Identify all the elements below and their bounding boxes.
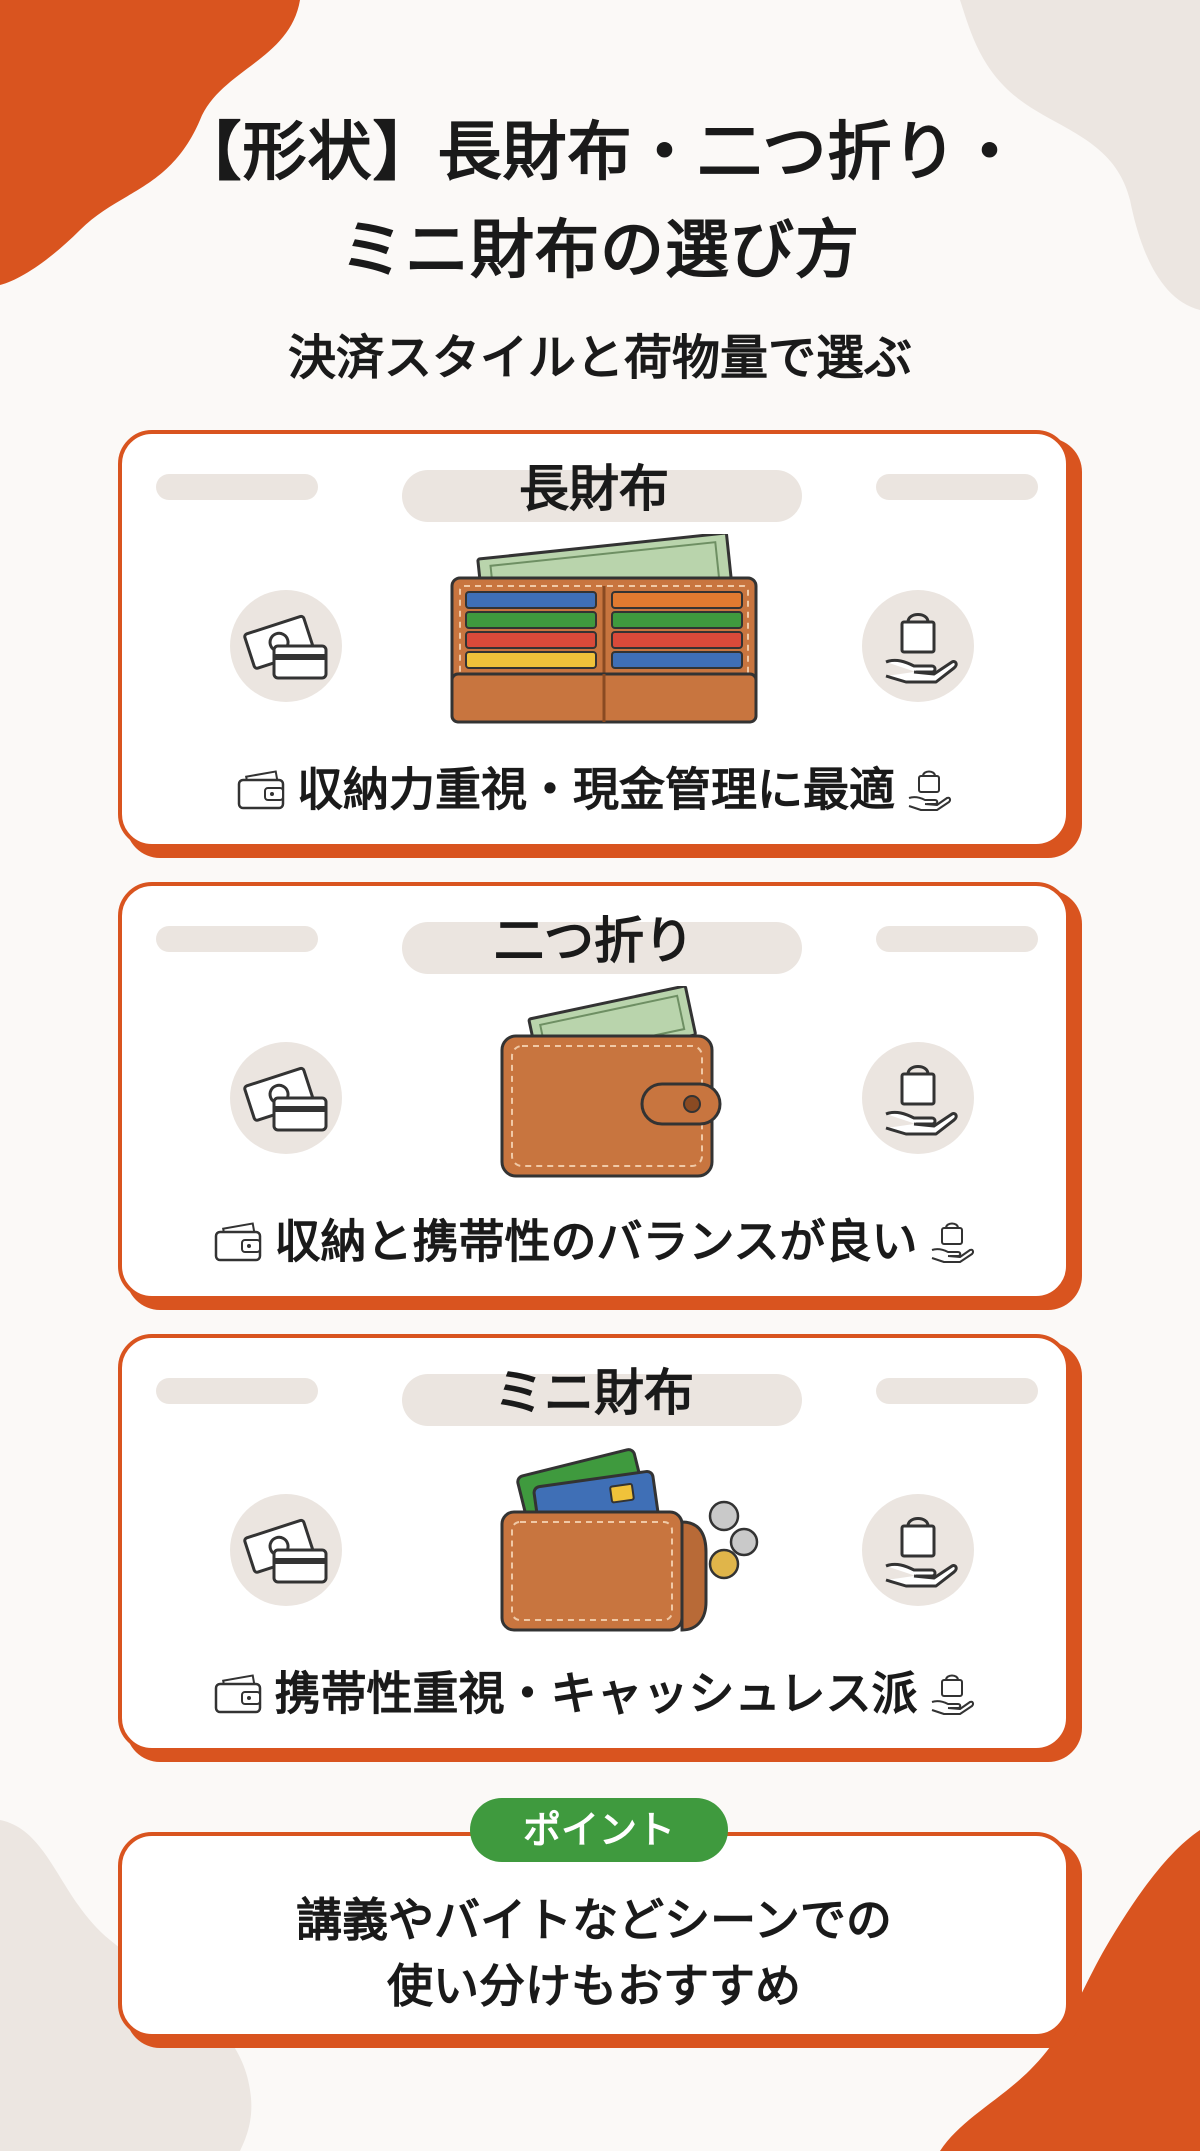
bottom-right-blob bbox=[940, 1830, 1200, 2151]
wallet-mini-icon bbox=[237, 769, 285, 809]
card-title-pill bbox=[402, 1374, 802, 1426]
shopping-bag-hand-icon bbox=[862, 590, 974, 702]
shopping-bag-hand-icon bbox=[862, 1494, 974, 1606]
card-mini-wallet: ミニ財布 bbox=[118, 1334, 1070, 1752]
mini-wallet-illustration bbox=[500, 1448, 759, 1632]
cash-and-card-icon bbox=[230, 1042, 342, 1154]
deco-bar-right bbox=[876, 1378, 1038, 1404]
card-title: ミニ財布 bbox=[494, 1364, 694, 1422]
bifold-wallet-illustration bbox=[500, 986, 722, 1178]
card-caption: 収納力重視・現金管理に最適 bbox=[122, 756, 1066, 820]
card-title-pill bbox=[402, 922, 802, 974]
deco-bar-right bbox=[876, 926, 1038, 952]
page-subtitle: 決済スタイルと荷物量で選ぶ bbox=[287, 330, 912, 386]
long-wallet-illustration bbox=[450, 534, 758, 724]
shopping-bag-hand-icon bbox=[862, 1042, 974, 1154]
cash-and-card-icon bbox=[230, 1494, 342, 1606]
bag-hand-mini-icon bbox=[931, 1222, 974, 1263]
point-text-line2: 使い分けもおすすめ bbox=[387, 1959, 801, 2013]
top-right-blob bbox=[960, 0, 1200, 310]
card-long-wallet: 長財布 bbox=[118, 430, 1070, 848]
page-title-line2: ミニ財布の選び方 bbox=[340, 214, 860, 288]
wallet-mini-icon bbox=[215, 1673, 262, 1713]
card-caption: 収納と携帯性のバランスが良い bbox=[122, 1208, 1066, 1272]
card-title: 二つ折り bbox=[494, 912, 694, 970]
card-title-pill bbox=[402, 470, 802, 522]
card-title: 長財布 bbox=[519, 460, 669, 518]
deco-bar-right bbox=[876, 474, 1038, 500]
deco-bar-left bbox=[156, 926, 318, 952]
bag-hand-mini-icon bbox=[908, 770, 952, 811]
cash-and-card-icon bbox=[230, 590, 342, 702]
deco-bar-left bbox=[156, 474, 318, 500]
card-caption: 携帯性重視・キャッシュレス派 bbox=[122, 1660, 1066, 1724]
card-caption-text: 携帯性重視・キャッシュレス派 bbox=[274, 1666, 918, 1721]
point-text-line1: 講義やバイトなどシーンでの bbox=[296, 1893, 892, 1947]
point-badge: ポイント bbox=[470, 1798, 728, 1862]
top-left-blob bbox=[0, 0, 300, 285]
page-title-line1: 【形状】長財布・二つ折り・ bbox=[177, 116, 1023, 190]
bag-hand-mini-icon bbox=[931, 1674, 974, 1715]
card-caption-text: 収納と携帯性のバランスが良い bbox=[274, 1214, 918, 1269]
point-box: 講義やバイトなどシーンでの 使い分けもおすすめ bbox=[118, 1832, 1070, 2038]
card-caption-text: 収納力重視・現金管理に最適 bbox=[297, 762, 895, 817]
wallet-mini-icon bbox=[215, 1221, 262, 1261]
deco-bar-left bbox=[156, 1378, 318, 1404]
card-bifold-wallet: 二つ折り 収納と bbox=[118, 882, 1070, 1300]
